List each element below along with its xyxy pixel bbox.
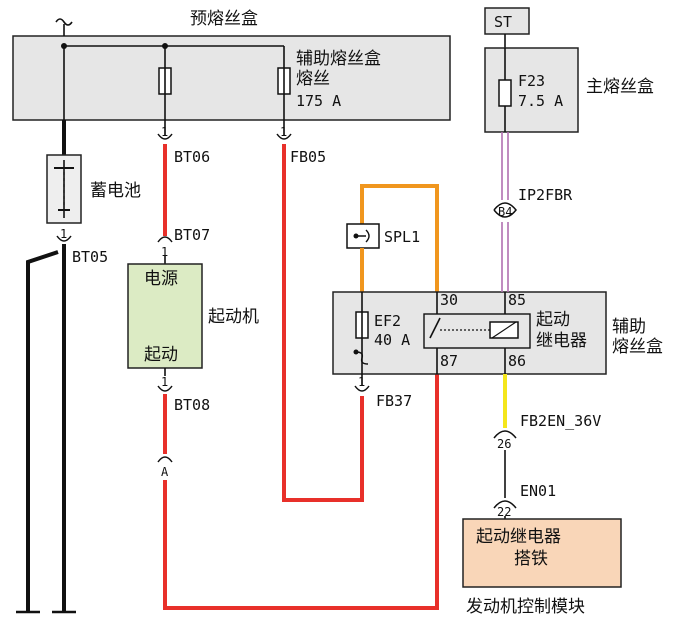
pin-label: B4 xyxy=(498,205,512,219)
relay-dashed-frame xyxy=(423,313,531,349)
fusible-link-icon xyxy=(355,351,369,365)
pin-label: 22 xyxy=(497,505,511,519)
red-wire-fb05 xyxy=(282,144,364,502)
connector-en01: EN01 xyxy=(520,482,556,500)
connector-symbol xyxy=(157,456,173,463)
connector-symbol xyxy=(276,133,292,140)
connector-symbol xyxy=(157,133,173,140)
red-wire-starter xyxy=(163,365,439,610)
starter-power: 电源 xyxy=(144,269,178,289)
relay-label-1: 起动 xyxy=(536,310,570,330)
starter-label: 起动机 xyxy=(208,307,259,327)
connector-symbol xyxy=(157,236,173,243)
connector-symbol xyxy=(493,202,517,218)
pin-label: 1 xyxy=(358,375,365,389)
aux-fusebox-label-2: 熔丝 xyxy=(296,69,330,89)
relay-pin-87: 87 xyxy=(440,352,458,370)
fuse-f23-name: F23 xyxy=(518,72,545,90)
main-fusebox-label: 主熔丝盒 xyxy=(586,77,654,97)
ecm-line-1: 起动继电器 xyxy=(476,527,561,547)
prefuse-title: 预熔丝盒 xyxy=(190,9,258,29)
prefuse-box xyxy=(12,35,451,121)
connector-symbol xyxy=(56,235,72,242)
ground-wire xyxy=(26,250,59,612)
connector-ip2fbr: IP2FBR xyxy=(518,186,573,204)
pin-label: 26 xyxy=(497,437,511,451)
starter-start: 起动 xyxy=(144,345,178,365)
fuse-f23-rating: 7.5 A xyxy=(518,92,563,110)
aux-relay-box xyxy=(332,291,607,375)
connector-fb05: FB05 xyxy=(290,148,326,166)
ecm-line-2: 搭铁 xyxy=(514,549,548,569)
connector-bt05: BT05 xyxy=(72,248,108,266)
connector-bt07: BT07 xyxy=(174,226,210,244)
fuse-ef2-name: EF2 xyxy=(374,312,401,330)
aux-box-label-2: 熔丝盒 xyxy=(612,337,663,357)
fuse-symbol xyxy=(498,79,512,107)
connector-symbol xyxy=(493,430,517,439)
connector-symbol xyxy=(157,385,173,392)
aux-fusebox-rating: 175 A xyxy=(296,92,341,110)
starter-box xyxy=(127,263,203,369)
fuse-ef2-rating: 40 A xyxy=(374,331,410,349)
aux-fusebox-label-1: 辅助熔丝盒 xyxy=(296,49,381,69)
relay-pin-86: 86 xyxy=(508,352,526,370)
connector-spl1: SPL1 xyxy=(384,228,420,246)
relay-pin-30: 30 xyxy=(440,291,458,309)
connector-fb37: FB37 xyxy=(376,392,412,410)
ecm-label: 发动机控制模块 xyxy=(466,597,585,617)
pin-label: 1 xyxy=(161,245,168,259)
st-box xyxy=(484,7,530,35)
pin-label: 1 xyxy=(161,375,168,389)
connector-bt06: BT06 xyxy=(174,148,210,166)
connector-bt08: BT08 xyxy=(174,396,210,414)
connector-symbol xyxy=(493,500,517,509)
pin-label: 1 xyxy=(60,227,67,241)
connector-fb2en: FB2EN_36V xyxy=(520,412,601,430)
aux-box-label-1: 辅助 xyxy=(612,317,646,337)
connector-symbol xyxy=(354,385,370,392)
ecm-box xyxy=(462,518,622,588)
relay-switch xyxy=(429,317,441,339)
orange-wire xyxy=(360,184,439,292)
relay-label-2: 继电器 xyxy=(536,331,587,351)
st-label: ST xyxy=(494,13,512,31)
battery-label: 蓄电池 xyxy=(90,181,141,201)
pin-label: A xyxy=(161,465,169,479)
relay-pin-85: 85 xyxy=(508,291,526,309)
tilde-icon xyxy=(55,18,73,26)
